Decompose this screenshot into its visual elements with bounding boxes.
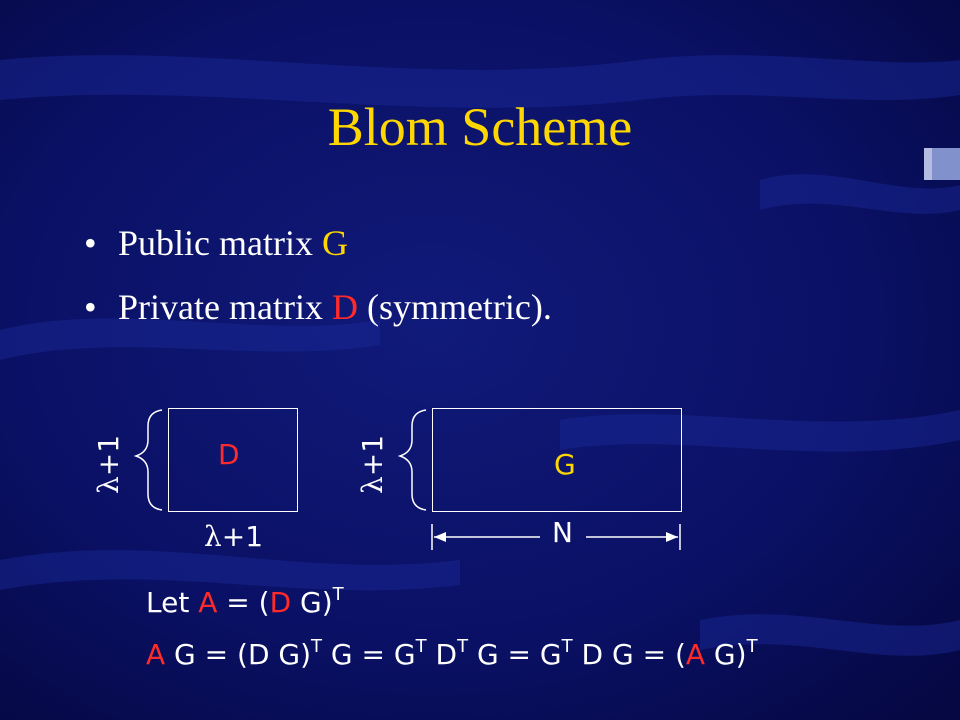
- eq-a-first: A: [146, 638, 166, 671]
- bullet-text: Public matrix: [118, 223, 322, 263]
- bullet-dot: •: [84, 287, 97, 327]
- g-rows-label: λ+1: [356, 434, 389, 494]
- d-cols-label: λ+1: [204, 520, 264, 553]
- d-rows-label: λ+1: [92, 434, 125, 494]
- bullet-private-matrix: • Private matrix D (symmetric).: [84, 286, 552, 328]
- eq-a: A: [198, 586, 218, 619]
- decorative-tab: [924, 148, 960, 180]
- matrix-g-highlight: G: [321, 223, 348, 263]
- matrix-g-label: G: [554, 448, 576, 481]
- matrix-g-box: [432, 408, 682, 512]
- bullet-public-matrix: • Public matrix G: [84, 222, 348, 264]
- d-row-brace: [133, 409, 163, 511]
- bullet-text: Private matrix: [118, 287, 332, 327]
- eq-a-last: A: [685, 638, 706, 671]
- n-arrow-left-head: [434, 532, 446, 542]
- bullet-dot: •: [84, 223, 97, 263]
- eq-d: D: [269, 586, 292, 619]
- matrix-d-box: [168, 408, 298, 512]
- equation-let-a: Let A = (D G)T: [146, 584, 344, 620]
- slide-title: Blom Scheme: [327, 97, 633, 157]
- matrix-d-label: D: [218, 438, 240, 471]
- n-label: N: [552, 516, 573, 549]
- n-arrow-right-head: [666, 532, 678, 542]
- equation-ag-symmetric: A G = (D G)T G = GT DT G = GT D G = (A G…: [146, 636, 758, 672]
- matrix-d-highlight: D: [331, 287, 358, 327]
- bullet-suffix: (symmetric).: [357, 287, 552, 327]
- g-row-brace: [397, 409, 427, 511]
